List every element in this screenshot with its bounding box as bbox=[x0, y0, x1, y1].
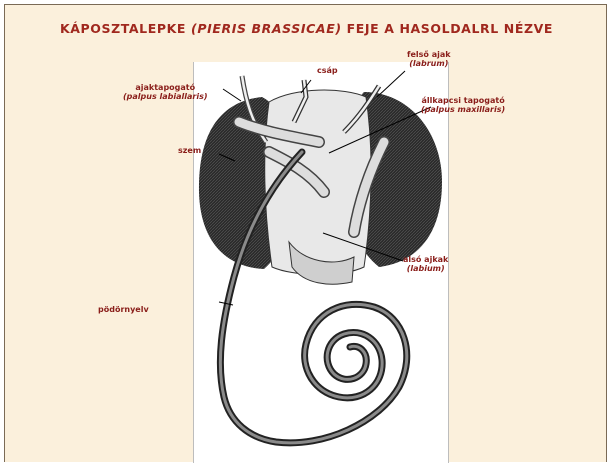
label-eye: szem bbox=[178, 146, 201, 155]
label-labium: alsó ajkak (labium) bbox=[403, 255, 448, 273]
label-antenna: csáp bbox=[317, 66, 338, 75]
label-leader-lines bbox=[5, 5, 608, 463]
label-labrum: felső ajak (labrum) bbox=[407, 50, 451, 68]
label-proboscis: pödörnyelv bbox=[98, 305, 149, 314]
slide: KÁPOSZTALEPKE (PIERIS BRASSICAE) FEJE A … bbox=[4, 4, 607, 462]
label-labial-palp: ajaktapogató (palpus labiallaris) bbox=[123, 83, 208, 101]
label-maxillary-palp: állkapcsi tapogató (palpus maxillaris) bbox=[421, 96, 505, 114]
